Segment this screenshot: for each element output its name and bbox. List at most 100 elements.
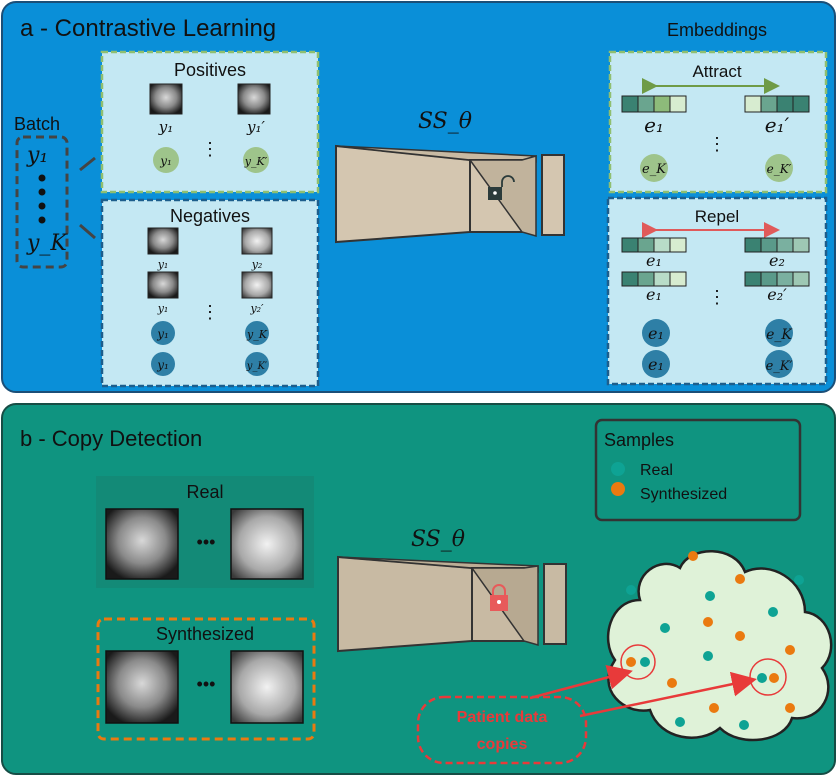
neg-dot-label-c2b: y_K′ bbox=[246, 361, 268, 372]
attract-c1: e_K bbox=[642, 162, 667, 177]
positive-embed-circle-1 bbox=[153, 147, 179, 173]
positives-box bbox=[100, 50, 320, 194]
repel-circle-3 bbox=[642, 350, 670, 378]
real-xray-2 bbox=[230, 508, 304, 580]
neg-embed-circle-3 bbox=[151, 352, 175, 376]
synth-label: Synthesized bbox=[156, 624, 254, 644]
legend-box bbox=[594, 418, 802, 522]
real-xray-1 bbox=[105, 508, 179, 580]
attract-circle-1 bbox=[640, 154, 668, 182]
neg-xray-1 bbox=[147, 227, 179, 255]
negatives-vdots: ⋮ bbox=[201, 302, 219, 322]
copy-pair-1-synth bbox=[626, 657, 636, 667]
repel-c2a: e₁ bbox=[648, 355, 664, 374]
legend-synth-label: Synthesized bbox=[640, 486, 727, 503]
copies-label-2: copies bbox=[477, 736, 528, 753]
positives-vdots: ⋮ bbox=[201, 139, 219, 159]
synth-xray-2 bbox=[230, 650, 304, 724]
neg-label-r2b: y₂′ bbox=[249, 302, 264, 315]
legend-title: Samples bbox=[604, 430, 674, 450]
neg-embed-circle-2 bbox=[245, 321, 269, 345]
attract-vdots: ⋮ bbox=[708, 134, 726, 154]
attract-vector-1 bbox=[621, 95, 687, 113]
model-b-label: SS_θ bbox=[411, 527, 465, 552]
attract-c2: e_K′ bbox=[767, 162, 792, 176]
repel-vector-4 bbox=[744, 271, 810, 287]
copy-circle-1 bbox=[620, 644, 656, 680]
repel-circle-1 bbox=[642, 319, 670, 347]
model-b-funnel bbox=[337, 555, 567, 653]
neg-xray-4 bbox=[241, 271, 273, 299]
positive-dot-label-2: y_K′ bbox=[244, 155, 268, 168]
repel-c2b: e_K′ bbox=[766, 359, 793, 374]
repel-vector-1 bbox=[621, 237, 687, 253]
attract-e2: e₁′ bbox=[765, 113, 790, 137]
neg-xray-2 bbox=[241, 227, 273, 255]
batch-top: y₁ bbox=[26, 143, 48, 168]
unlocked-padlock-icon bbox=[488, 175, 515, 200]
attract-label: Attract bbox=[692, 62, 741, 81]
positive-embed-circle-2 bbox=[243, 147, 269, 173]
positive-dot-label-1: y₁ bbox=[159, 154, 172, 168]
panel-a-title: a - Contrastive Learning bbox=[20, 15, 276, 42]
neg-dot-label-c1b: y_K bbox=[246, 328, 268, 341]
copies-callout bbox=[416, 695, 588, 765]
repel-r1b: e₂ bbox=[769, 251, 785, 270]
embeddings-title: Embeddings bbox=[667, 20, 767, 40]
copy-pair-2-synth bbox=[769, 673, 779, 683]
real-ellipsis: ••• bbox=[197, 532, 216, 552]
legend-real-label: Real bbox=[640, 462, 673, 479]
positive-img-label-2: y₁′ bbox=[246, 118, 265, 136]
repel-label: Repel bbox=[695, 207, 739, 226]
positive-xray-1 bbox=[149, 83, 183, 115]
model-a-funnel bbox=[335, 144, 565, 244]
copies-label-1: Patient data bbox=[457, 709, 548, 726]
batch-box bbox=[15, 135, 69, 269]
synth-xray-1 bbox=[105, 650, 179, 724]
neg-embed-circle-4 bbox=[245, 352, 269, 376]
batch-label: Batch bbox=[14, 114, 60, 134]
neg-embed-circle-1 bbox=[151, 321, 175, 345]
repel-circle-2 bbox=[765, 319, 793, 347]
batch-bottom: y_K bbox=[26, 231, 68, 256]
copy-pair-1-real bbox=[640, 657, 650, 667]
repel-vector-2 bbox=[744, 237, 810, 253]
negatives-box bbox=[100, 198, 320, 388]
cloud-points bbox=[626, 551, 804, 730]
batch-dots bbox=[38, 174, 46, 224]
locked-padlock-icon bbox=[490, 584, 508, 611]
repel-r2b: e₂′ bbox=[767, 285, 787, 304]
attract-circle-2 bbox=[765, 154, 793, 182]
repel-c1a: e₁ bbox=[648, 324, 664, 343]
neg-label-r1b: y₂ bbox=[251, 258, 263, 271]
neg-dot-label-c1a: y₁ bbox=[156, 327, 169, 341]
legend-real-swatch bbox=[611, 462, 625, 476]
neg-xray-3 bbox=[147, 271, 179, 299]
panel-b-title: b - Copy Detection bbox=[20, 426, 202, 451]
legend-synth-swatch bbox=[611, 482, 625, 496]
neg-label-r2a: y₁ bbox=[157, 302, 169, 315]
repel-vector-3 bbox=[621, 271, 687, 287]
repel-circle-4 bbox=[765, 350, 793, 378]
attract-vector-2 bbox=[744, 95, 810, 113]
neg-dot-label-c2a: y₁ bbox=[156, 358, 169, 372]
repel-r1a: e₁ bbox=[646, 251, 662, 270]
neg-label-r1a: y₁ bbox=[157, 258, 169, 271]
copies-arrow-2 bbox=[579, 671, 757, 718]
synth-ellipsis: ••• bbox=[197, 674, 216, 694]
synth-group bbox=[96, 617, 316, 741]
positive-xray-2 bbox=[237, 83, 271, 115]
copy-pair-2-real bbox=[757, 673, 767, 683]
positive-img-label-1: y₁ bbox=[158, 118, 174, 136]
batch-link-neg bbox=[79, 223, 96, 240]
repel-vdots: ⋮ bbox=[708, 287, 726, 307]
repel-r2a: e₁ bbox=[646, 285, 662, 304]
model-a-label: SS_θ bbox=[418, 109, 472, 134]
negatives-title: Negatives bbox=[170, 206, 250, 226]
copies-arrow-1 bbox=[529, 665, 633, 700]
attract-e1: e₁ bbox=[644, 113, 664, 137]
positives-title: Positives bbox=[174, 60, 246, 80]
real-label: Real bbox=[186, 482, 223, 502]
repel-c1b: e_K bbox=[766, 327, 793, 343]
